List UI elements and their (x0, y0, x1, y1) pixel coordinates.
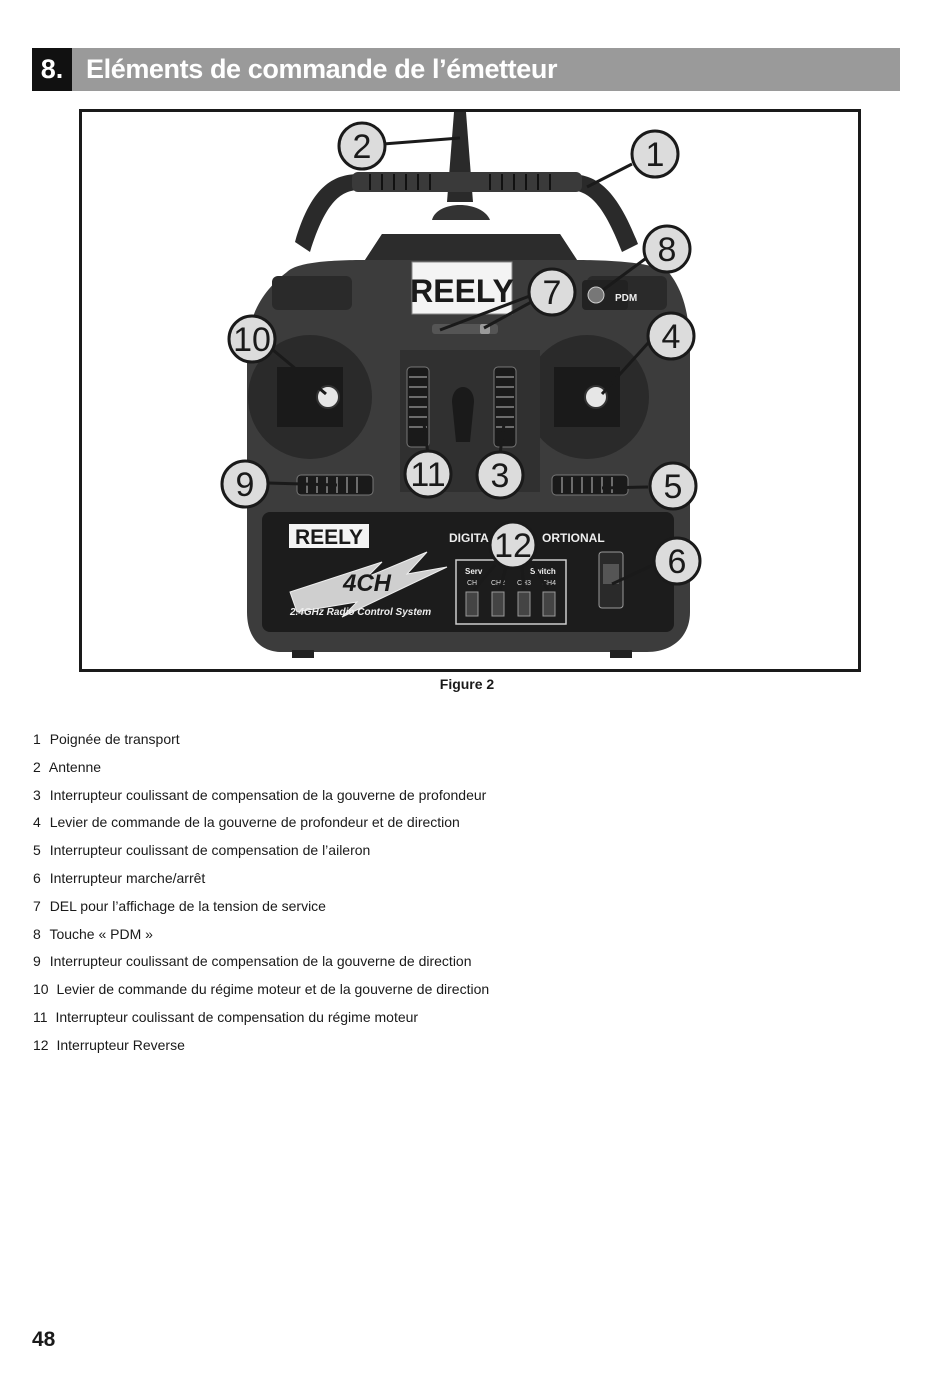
legend-item: 10 Levier de commande du régime moteur e… (33, 980, 489, 1008)
reverse-switch (542, 591, 556, 617)
callout-9: 9 (220, 459, 270, 509)
callout-5: 5 (648, 461, 698, 511)
svg-text:12: 12 (494, 527, 532, 565)
svg-text:9: 9 (236, 466, 255, 504)
legend-list: 1 Poignée de transport 2 Antenne 3 Inter… (33, 730, 489, 1064)
legend-number: 9 (33, 953, 41, 970)
legend-text: Interrupteur coulissant de compensation … (49, 953, 472, 970)
svg-text:5: 5 (664, 468, 683, 506)
callout-11: 11 (403, 449, 453, 499)
section-header: 8. Eléments de commande de l’émetteur (32, 48, 900, 91)
system-text: 2.4GHz Radio Control System (289, 607, 431, 618)
legend-text: Poignée de transport (49, 731, 180, 747)
legend-item: 8 Touche « PDM » (33, 925, 489, 953)
brand-logo-bottom: REELY (295, 526, 363, 549)
legend-item: 1 Poignée de transport (33, 730, 489, 758)
legend-item: 3 Interrupteur coulissant de compensatio… (33, 786, 489, 814)
legend-item: 11 Interrupteur coulissant de compensati… (33, 1008, 489, 1036)
legend-number: 1 (33, 731, 41, 747)
servo-reverse-text-left: Serv (465, 567, 483, 576)
aileron-trim (551, 474, 629, 496)
legend-number: 6 (33, 869, 41, 886)
model-badge-4ch: 4CH (342, 570, 392, 597)
legend-number: 2 (33, 758, 41, 775)
callout-7: 7 (527, 267, 577, 317)
legend-item: 12 Interrupteur Reverse (33, 1036, 489, 1064)
legend-number: 5 (33, 842, 41, 859)
legend-text: Antenne (48, 758, 102, 775)
legend-text: Interrupteur marche/arrêt (49, 869, 206, 886)
callout-8: 8 (642, 224, 692, 274)
page-number: 48 (32, 1328, 56, 1351)
legend-text: Levier de commande du régime moteur et d… (56, 981, 490, 998)
legend-number: 7 (33, 897, 41, 914)
legend-item: 7 DEL pour l’affichage de la tension de … (33, 897, 489, 925)
ch-label: CH2 (491, 580, 505, 587)
ch-label: CH4 (542, 580, 556, 587)
svg-text:4: 4 (662, 318, 681, 356)
callout-2: 2 (337, 121, 387, 171)
servo-reverse-text-right: Switch (530, 567, 556, 576)
legend-text: DEL pour l’affichage de la tension de se… (49, 897, 326, 914)
reverse-switch (517, 591, 531, 617)
callout-3: 3 (475, 450, 525, 500)
svg-text:1: 1 (646, 136, 665, 174)
legend-text: Interrupteur Reverse (56, 1036, 185, 1053)
callout-4: 4 (646, 311, 696, 361)
brand-logo-top: REELY (410, 273, 514, 309)
legend-number: 11 (33, 1008, 48, 1025)
section-title: Eléments de commande de l’émetteur (86, 54, 558, 84)
right-stick (584, 385, 608, 409)
legend-item: 6 Interrupteur marche/arrêt (33, 869, 489, 897)
legend-number: 4 (33, 814, 41, 831)
legend-number: 8 (33, 925, 41, 942)
legend-text: Interrupteur coulissant de compensation … (49, 786, 487, 803)
svg-text:6: 6 (668, 543, 687, 581)
section-number: 8. (32, 48, 72, 91)
ch-label: CH (467, 580, 477, 587)
svg-text:3: 3 (491, 457, 510, 495)
callout-12: 12 (488, 520, 538, 570)
pdm-button (587, 286, 605, 304)
pdm-label: PDM (615, 293, 637, 304)
legend-item: 4 Levier de commande de la gouverne de p… (33, 813, 489, 841)
reverse-switch (491, 591, 505, 617)
legend-number: 3 (33, 786, 41, 803)
digital-proportional-right: ORTIONAL (542, 531, 605, 545)
legend-item: 9 Interrupteur coulissant de compensatio… (33, 952, 489, 980)
svg-text:2: 2 (353, 128, 372, 166)
legend-text: Levier de commande de la gouverne de pro… (49, 814, 460, 831)
legend-text: Interrupteur coulissant de compensation … (55, 1008, 419, 1025)
digital-proportional-left: DIGITA (449, 531, 489, 545)
legend-item: 2 Antenne (33, 758, 489, 786)
legend-item: 5 Interrupteur coulissant de compensatio… (33, 841, 489, 869)
svg-text:10: 10 (233, 321, 271, 359)
legend-text: Interrupteur coulissant de compensation … (49, 842, 371, 859)
svg-text:11: 11 (410, 456, 445, 494)
figure-caption: Figure 2 (439, 676, 495, 692)
svg-text:7: 7 (543, 274, 562, 312)
callout-10: 10 (227, 314, 277, 364)
legend-text: Touche « PDM » (49, 925, 153, 942)
reverse-switch (465, 591, 479, 617)
svg-text:8: 8 (658, 231, 677, 269)
figure-2-frame: REELY PDM (79, 109, 861, 672)
callout-1: 1 (630, 129, 680, 179)
legend-number: 10 (33, 981, 49, 998)
legend-number: 12 (33, 1036, 49, 1053)
callout-6: 6 (652, 536, 702, 586)
transmitter-illustration: REELY PDM (82, 112, 858, 669)
